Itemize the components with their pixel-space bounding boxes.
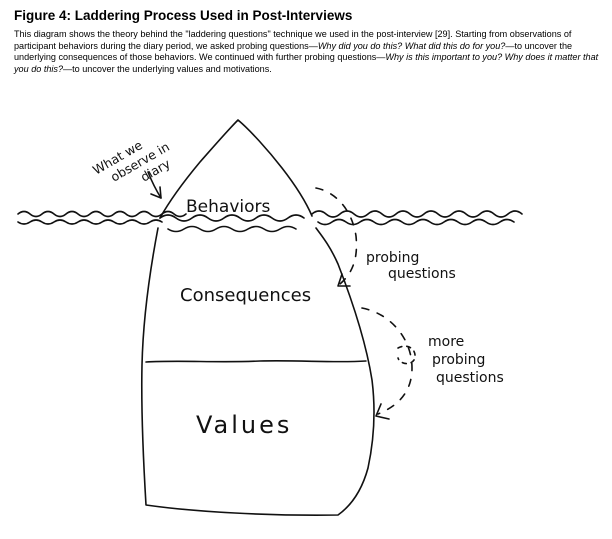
more-probing-loop: [397, 345, 416, 365]
probing-note-line-1: probing: [366, 250, 419, 266]
more-probing-note-line-2: probing: [432, 352, 485, 368]
behaviors-label: Behaviors: [186, 197, 270, 217]
values-label: Values: [196, 411, 292, 439]
consequences-label: Consequences: [180, 285, 311, 306]
more-probing-note-line-3: questions: [436, 370, 504, 386]
probing-note-line-2: questions: [388, 266, 456, 282]
caption-italic-questions-2: Why is this important to you? Why does i…: [14, 52, 599, 74]
waterline-right: [311, 210, 523, 218]
observe-arrow: [147, 171, 162, 199]
layer-divider: [145, 359, 367, 363]
more-probing-note-line-1: more: [428, 334, 464, 350]
waterline-left-bottom: [17, 219, 163, 225]
caption-text-3: —to uncover the underlying values and mo…: [63, 63, 272, 74]
observe-arrowhead: [150, 186, 162, 199]
iceberg-tip-outline: [159, 119, 313, 219]
probing-arrow: [315, 187, 358, 285]
figure-title: Figure 4: Laddering Process Used in Post…: [14, 8, 353, 23]
iceberg-body-outline: [140, 227, 375, 516]
waterline-left: [17, 210, 187, 218]
more-probing-note: more probing questions: [428, 334, 504, 386]
caption-text-1: This diagram shows the theory behind the…: [14, 29, 572, 51]
figure-caption: This diagram shows the theory behind the…: [14, 29, 602, 75]
probing-note: probing questions: [366, 250, 456, 282]
observe-note: What we observe in diary: [90, 137, 173, 185]
more-probing-arrow: [361, 307, 413, 415]
more-probing-arrowhead: [375, 403, 390, 420]
waterline-iceberg: [159, 214, 305, 222]
probing-arrowhead: [337, 273, 351, 287]
caption-italic-questions-1: Why did you do this? What did this do fo…: [317, 40, 506, 51]
caption-text-2: —to uncover the underlying consequences …: [14, 40, 573, 63]
waterline-iceberg-bottom: [167, 225, 297, 233]
waterline-right-bottom: [317, 218, 515, 226]
